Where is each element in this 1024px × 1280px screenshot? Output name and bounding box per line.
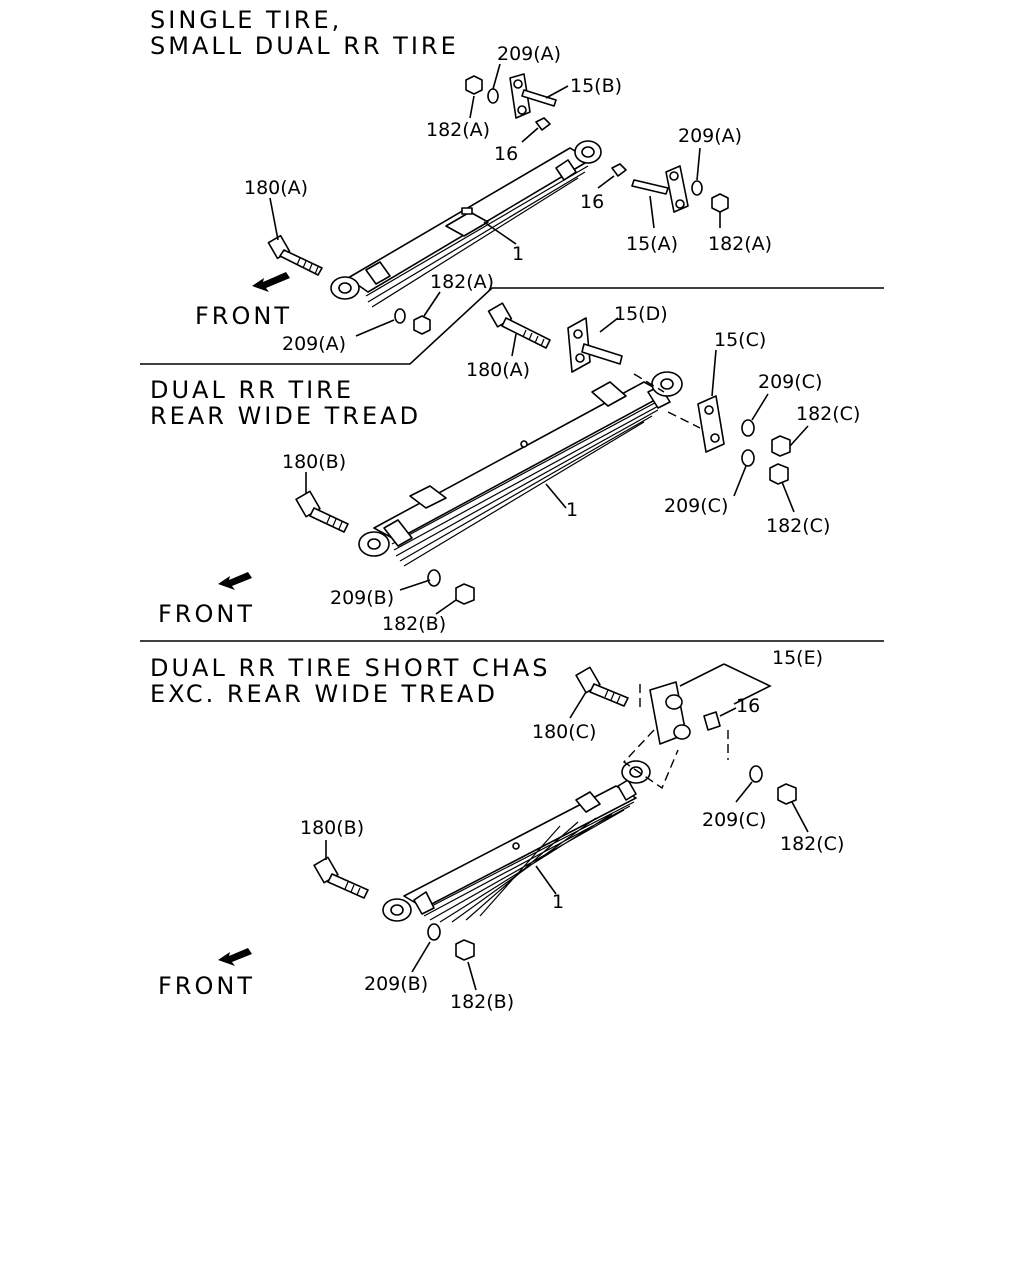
callout-16-s3: 16	[736, 695, 760, 717]
callout-182a-top: 182(A)	[426, 119, 490, 141]
callout-1-s2: 1	[566, 499, 578, 521]
section-3-caption-line-1: DUAL RR TIRE SHORT CHAS	[150, 654, 551, 682]
section-1-caption-line-2: SMALL DUAL RR TIRE	[150, 32, 459, 60]
callout-1: 1	[512, 243, 524, 265]
section-divider-1	[140, 287, 884, 365]
bolt-180a	[267, 234, 323, 276]
callout-182a-right: 182(A)	[708, 233, 772, 255]
section-2-leaders	[305, 317, 809, 615]
bolt-180b-s2	[295, 490, 349, 533]
callout-180c: 180(C)	[532, 721, 596, 743]
callout-15b: 15(B)	[570, 75, 622, 97]
front-arrow-icon	[218, 948, 252, 966]
callout-209a-bottom: 209(A)	[282, 333, 346, 355]
callout-15a: 15(A)	[626, 233, 678, 255]
bracket-15d	[567, 317, 623, 373]
callout-15e: 15(E)	[772, 647, 823, 669]
section-1-leaders	[269, 63, 721, 337]
section-2-fasteners	[427, 419, 791, 605]
section-3-fasteners	[427, 765, 797, 961]
section-3-leaders	[325, 663, 809, 991]
section-2-caption-line-1: DUAL RR TIRE	[150, 376, 354, 404]
callout-180a: 180(A)	[244, 177, 308, 199]
callout-182c-bottom: 182(C)	[766, 515, 830, 537]
section-2-caption-line-2: REAR WIDE TREAD	[150, 402, 421, 430]
front-arrow-icon	[252, 272, 290, 292]
section-1-fasteners	[394, 75, 729, 335]
section-1-caption-line-1: SINGLE TIRE,	[150, 6, 342, 34]
callout-182b-s2: 182(B)	[382, 613, 446, 635]
leaf-spring-1	[330, 140, 602, 308]
front-arrow-icon	[218, 572, 252, 590]
callout-182a-bottom: 182(A)	[430, 271, 494, 293]
callout-180a-s2: 180(A)	[466, 359, 530, 381]
callout-209c-top: 209(C)	[758, 371, 822, 393]
callout-182b-s3: 182(B)	[450, 991, 514, 1013]
section-dual-rr-short: DUAL RR TIRE SHORT CHAS EXC. REAR WIDE T…	[150, 647, 844, 1013]
callout-180b-s2: 180(B)	[282, 451, 346, 473]
callout-1-s3: 1	[552, 891, 564, 913]
callout-209b-s2: 209(B)	[330, 587, 394, 609]
plate-15c	[697, 395, 725, 453]
front-label-1: FRONT	[195, 302, 292, 330]
callout-209c-bottom: 209(C)	[664, 495, 728, 517]
section-single-tire: SINGLE TIRE, SMALL DUAL RR TIRE	[150, 6, 772, 355]
callout-16-top: 16	[494, 143, 518, 165]
callout-209b-s3: 209(B)	[364, 973, 428, 995]
callout-209c-s3: 209(C)	[702, 809, 766, 831]
callout-209a-right: 209(A)	[678, 125, 742, 147]
front-label-2: FRONT	[158, 600, 255, 628]
callout-16-right: 16	[580, 191, 604, 213]
callout-209a-top: 209(A)	[497, 43, 561, 65]
shackle-15a	[631, 165, 689, 213]
bolt-180b-s3	[313, 856, 369, 899]
front-label-3: FRONT	[158, 972, 255, 1000]
callout-15c: 15(C)	[714, 329, 766, 351]
leaf-spring-3	[382, 760, 651, 923]
hanger-15e	[649, 681, 721, 745]
shackle-15b	[509, 73, 557, 119]
callout-180b-s3: 180(B)	[300, 817, 364, 839]
bolt-180c	[575, 666, 629, 707]
section-3-caption-line-2: EXC. REAR WIDE TREAD	[150, 680, 498, 708]
callout-15d: 15(D)	[614, 303, 668, 325]
section-dual-rr-wide: DUAL RR TIRE REAR WIDE TREAD	[150, 302, 860, 635]
bolt-180a-s2	[487, 302, 551, 349]
callout-182c-top: 182(C)	[796, 403, 860, 425]
callout-182c-s3: 182(C)	[780, 833, 844, 855]
